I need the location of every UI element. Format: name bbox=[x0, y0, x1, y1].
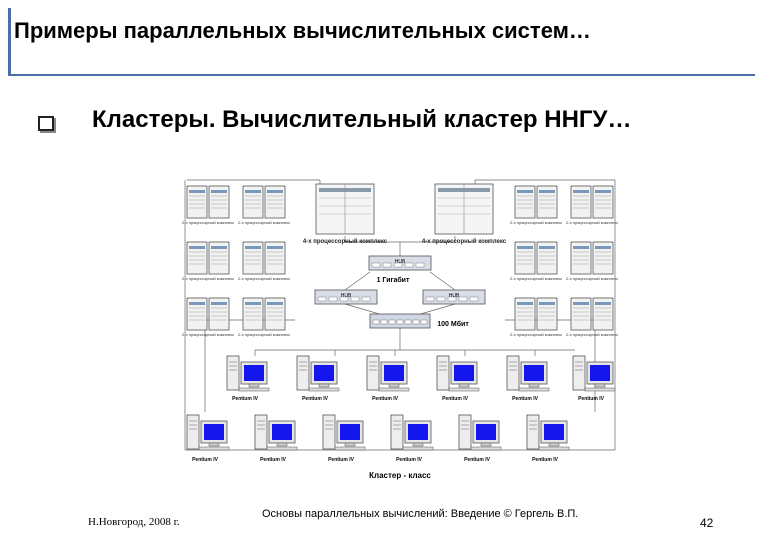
node-label: 2-х процессорный комплекс bbox=[182, 276, 234, 281]
node-label: 2-х процессорный комплекс bbox=[238, 220, 290, 225]
node-4cpu-right bbox=[434, 183, 494, 235]
node-2cpu-right-5 bbox=[515, 298, 557, 330]
pc-row1-5 bbox=[506, 355, 550, 392]
pc-row1-2 bbox=[296, 355, 340, 392]
bullet-checkbox-icon bbox=[38, 116, 54, 131]
node-label: 2-х процессорный комплекс bbox=[238, 276, 290, 281]
node-2cpu-right-4 bbox=[571, 242, 613, 274]
node-4cpu-label: 4-х процессорный комплекс bbox=[422, 238, 507, 245]
pc-row2-4 bbox=[390, 414, 434, 451]
title-bar bbox=[8, 8, 755, 76]
cluster-diagram: 2-х процессорный комплекс 2-х процессорн… bbox=[182, 179, 618, 480]
node-2cpu-left-3 bbox=[187, 242, 229, 274]
pc-label: Pentium IV bbox=[260, 457, 287, 463]
node-label: 2-х процессорный комплекс bbox=[566, 276, 618, 281]
page-number: 42 bbox=[700, 516, 714, 530]
footer-location: Н.Новгород, 2008 г. bbox=[88, 516, 180, 528]
node-4cpu-left bbox=[315, 183, 375, 235]
pc-label: Pentium IV bbox=[372, 396, 399, 402]
pc-label: Pentium IV bbox=[532, 457, 559, 463]
node-2cpu-left-1 bbox=[187, 186, 229, 218]
pc-row2-3 bbox=[322, 414, 366, 451]
pc-label: Pentium IV bbox=[192, 457, 219, 463]
hub-label: HUB bbox=[449, 293, 460, 299]
node-2cpu-left-4 bbox=[243, 242, 285, 274]
pc-label: Pentium IV bbox=[578, 396, 605, 402]
node-label: 2-х процессорный комплекс bbox=[510, 220, 562, 225]
node-label: 2-х процессорный комплекс bbox=[238, 332, 290, 337]
hub-label: HUB bbox=[395, 259, 406, 265]
node-label: 2-х процессорный комплекс bbox=[510, 332, 562, 337]
pc-row2-1 bbox=[186, 414, 230, 451]
node-2cpu-right-6 bbox=[571, 298, 613, 330]
pc-row2-6 bbox=[526, 414, 570, 451]
pc-label: Pentium IV bbox=[328, 457, 355, 463]
node-label: 2-х процессорный комплекс bbox=[182, 220, 234, 225]
pc-label: Pentium IV bbox=[232, 396, 259, 402]
node-label: 2-х процессорный комплекс bbox=[510, 276, 562, 281]
pc-label: Pentium IV bbox=[302, 396, 329, 402]
pc-label: Pentium IV bbox=[512, 396, 539, 402]
node-2cpu-right-2 bbox=[571, 186, 613, 218]
link-1g-label: 1 Гигабит bbox=[377, 276, 410, 284]
hub-label: HUB bbox=[341, 293, 352, 299]
pc-row1-4 bbox=[436, 355, 480, 392]
slide-title: Примеры параллельных вычислительных сист… bbox=[14, 18, 591, 43]
node-2cpu-left-6 bbox=[243, 298, 285, 330]
diagram-caption: Кластер - класс bbox=[369, 471, 431, 480]
bullet-text: Кластеры. Вычислительный кластер ННГУ… bbox=[92, 106, 632, 133]
node-2cpu-right-1 bbox=[515, 186, 557, 218]
pc-row2-5 bbox=[458, 414, 502, 451]
pc-label: Pentium IV bbox=[464, 457, 491, 463]
node-2cpu-right-3 bbox=[515, 242, 557, 274]
footer-course: Основы параллельных вычислений: Введение… bbox=[262, 508, 579, 520]
node-2cpu-left-2 bbox=[243, 186, 285, 218]
pc-row1-1 bbox=[226, 355, 270, 392]
pc-row2-2 bbox=[254, 414, 298, 451]
node-label: 2-х процессорный комплекс bbox=[182, 332, 234, 337]
pc-label: Pentium IV bbox=[396, 457, 423, 463]
node-4cpu-label: 4-х процессорный комплекс bbox=[303, 238, 388, 245]
node-label: 2-х процессорный комплекс bbox=[566, 220, 618, 225]
link-100m-label: 100 Мбит bbox=[437, 320, 469, 328]
pc-row1-6 bbox=[572, 355, 616, 392]
node-label: 2-х процессорный комплекс bbox=[566, 332, 618, 337]
pc-label: Pentium IV bbox=[442, 396, 469, 402]
pc-row1-3 bbox=[366, 355, 410, 392]
node-2cpu-left-5 bbox=[187, 298, 229, 330]
